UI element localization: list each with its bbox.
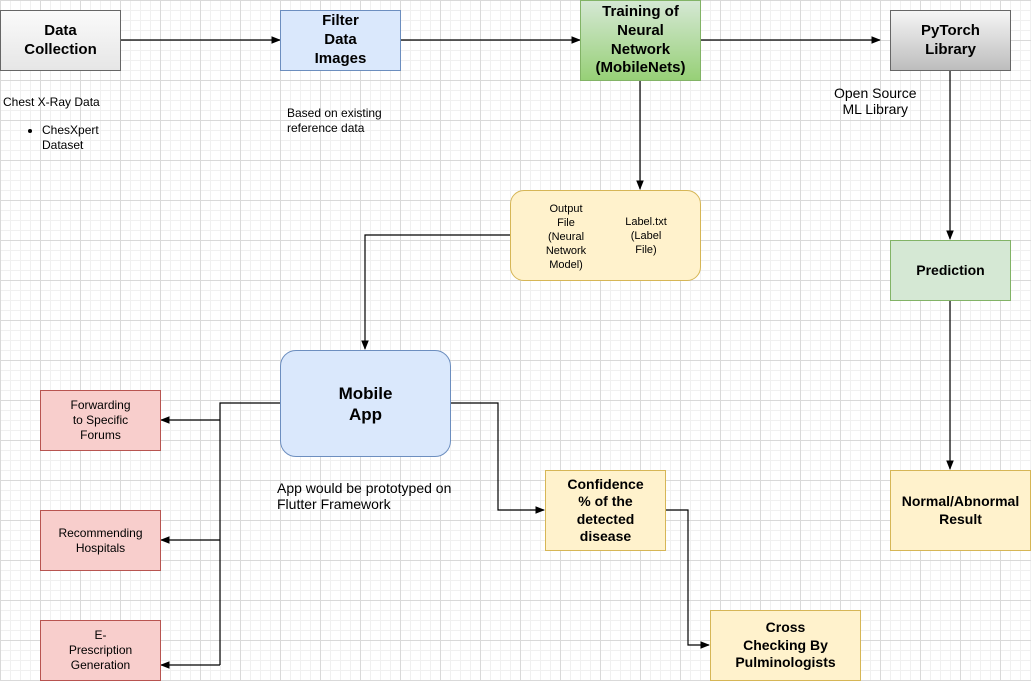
mobile-app-node[interactable]: Mobile App	[280, 350, 451, 457]
e-prescription-node[interactable]: E- Prescription Generation	[40, 620, 161, 681]
edge-app-to-branch[interactable]	[219, 402, 280, 665]
dataset-list: ChesXpert Dataset	[28, 123, 99, 153]
recommending-hospitals-node[interactable]: Recommending Hospitals	[40, 510, 161, 571]
pytorch-library-node[interactable]: PyTorch Library	[890, 10, 1011, 71]
edge-app-to-confidence[interactable]	[450, 402, 545, 514]
training-neural-network-node[interactable]: Training of Neural Network (MobileNets)	[580, 0, 701, 81]
flutter-label: App would be prototyped on Flutter Frame…	[277, 480, 452, 512]
reference-data-label: Based on existing reference data	[287, 106, 382, 135]
label-file-label: Label.txt (Label File)	[625, 216, 667, 256]
open-source-label: Open Source ML Library	[834, 85, 917, 117]
normal-abnormal-result-node[interactable]: Normal/Abnormal Result	[890, 470, 1031, 551]
cross-checking-node[interactable]: Cross Checking By Pulminologists	[710, 610, 861, 681]
chest-xray-label: Chest X-Ray Data	[3, 95, 100, 109]
output-file-node[interactable]: Output File (Neural Network Model) Label…	[510, 190, 701, 281]
output-file-label: Output File (Neural Network Model)	[545, 203, 587, 271]
edge-output-to-app[interactable]	[361, 234, 510, 350]
chexpert-item: ChesXpert Dataset	[42, 123, 99, 153]
data-collection-node[interactable]: Data Collection	[0, 10, 121, 71]
confidence-node[interactable]: Confidence % of the detected disease	[545, 470, 666, 551]
forwarding-forums-node[interactable]: Forwarding to Specific Forums	[40, 390, 161, 451]
filter-data-images-node[interactable]: Filter Data Images	[280, 10, 401, 71]
edge-confidence-to-crosscheck[interactable]	[665, 509, 710, 649]
prediction-node[interactable]: Prediction	[890, 240, 1011, 301]
